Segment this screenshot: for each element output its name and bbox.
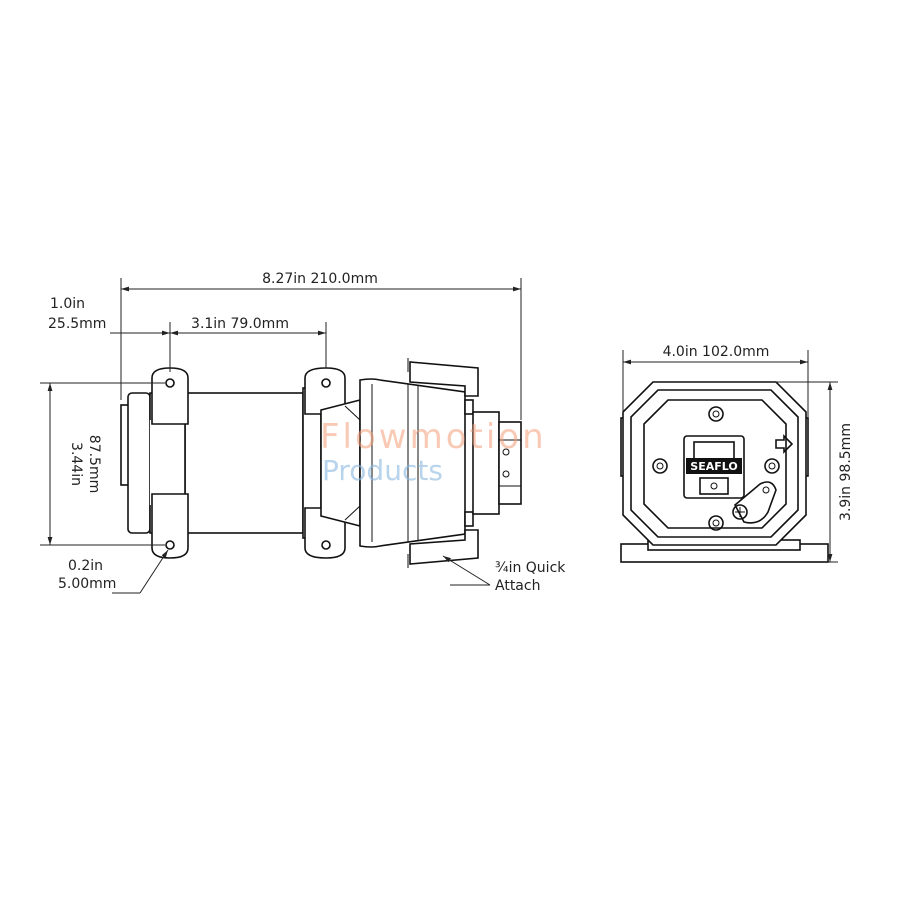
screw-left xyxy=(652,458,668,474)
end-view: SEAFLO xyxy=(620,381,829,563)
brand-label: SEAFLO xyxy=(690,460,737,473)
adjuster-plate xyxy=(733,481,777,524)
overall-length-label: 8.27in 210.0mm xyxy=(262,271,378,287)
quick-attach-label-2: Attach xyxy=(495,578,540,594)
adjuster-screw xyxy=(732,504,748,520)
screw-top xyxy=(708,406,724,422)
flow-arrow-icon xyxy=(775,434,794,454)
front-offset-in-label: 1.0in xyxy=(50,296,85,312)
screw-right xyxy=(764,458,780,474)
bottom-clamp xyxy=(409,529,479,565)
rear-mount-hole-top xyxy=(165,378,175,388)
quick-attach-label-1: ¾in Quick xyxy=(495,560,566,576)
port-body xyxy=(472,411,500,515)
top-clamp xyxy=(409,361,479,397)
hole-in-label: 0.2in xyxy=(68,558,103,574)
end-width-label: 4.0in 102.0mm xyxy=(663,344,770,360)
hole-mm-label: 5.00mm xyxy=(58,576,116,592)
motor-body xyxy=(184,392,304,534)
side-dimensions: 8.27in 210.0mm 1.0in 25.5mm 3.1in 79.0mm… xyxy=(40,271,566,594)
front-mount-hole-top xyxy=(321,378,331,388)
mount-spacing-label: 3.1in 79.0mm xyxy=(191,316,289,332)
front-mount-bottom xyxy=(304,507,346,559)
rear-cap-plate xyxy=(127,392,151,534)
screw-bottom xyxy=(708,515,724,531)
end-dimensions: 4.0in 102.0mm 3.9in 98.5mm xyxy=(622,344,854,563)
rear-mount-top xyxy=(151,367,189,425)
front-mount-hole-bottom xyxy=(321,540,331,550)
side-view xyxy=(120,358,522,568)
height-in-label: 3.44in xyxy=(68,442,84,486)
end-height-label: 3.9in 98.5mm xyxy=(838,423,854,521)
rear-mount-hole-bottom xyxy=(165,540,175,550)
watermark-line1: Flowmotion xyxy=(320,417,547,457)
brand-plate xyxy=(686,458,742,474)
pressure-switch xyxy=(498,421,522,505)
watermark-line2: Products xyxy=(322,454,443,487)
watermark-logo: Flowmotion Products xyxy=(320,417,547,487)
front-offset-mm-label: 25.5mm xyxy=(48,316,106,332)
height-mm-label: 87.5mm xyxy=(86,435,102,493)
rear-mount-bottom xyxy=(151,493,189,559)
